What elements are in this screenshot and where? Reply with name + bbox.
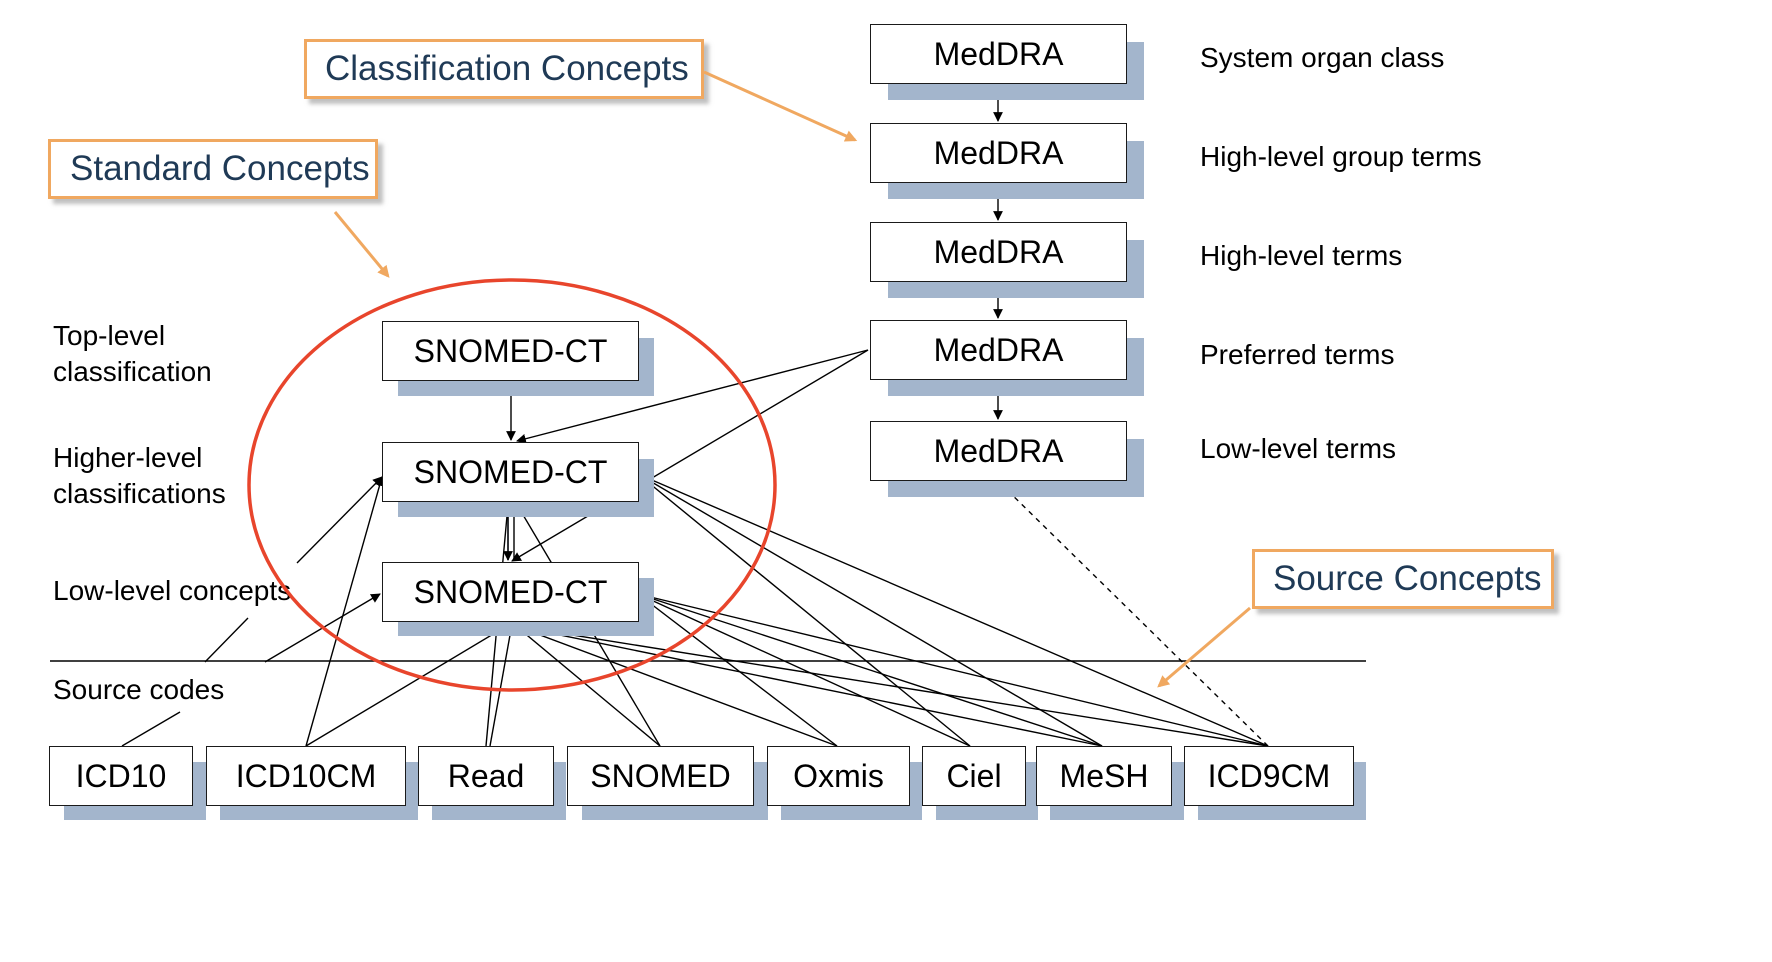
meddra-box-hlgt: MedDRA [870, 123, 1127, 183]
mapping-arrow [515, 625, 661, 747]
callout-arrow [333, 211, 390, 278]
meddra-box-llt: MedDRA [870, 421, 1127, 481]
source-box-mesh: MeSH [1036, 746, 1172, 806]
standard-concepts-ellipse [247, 278, 777, 692]
mapping-arrow [305, 476, 385, 747]
mapping-arrow [305, 623, 511, 747]
low-level-label: Low-level concepts [53, 575, 292, 606]
source-box-icd10cm: ICD10CM [206, 746, 406, 806]
meddra-box-pt: MedDRA [870, 320, 1127, 380]
higher-level-label: Higher-level classifications [53, 440, 226, 512]
snomed-box-higher: SNOMED-CT [382, 442, 639, 502]
mapping-arrow [637, 593, 971, 747]
mapping-arrow [516, 349, 869, 444]
mapping-arrow [637, 473, 971, 747]
meddra-level-label: Low-level terms [1200, 433, 1397, 464]
callout-arrow [703, 70, 858, 142]
callout-source-concepts: Source Concepts [1252, 549, 1554, 609]
label-pointer [121, 711, 181, 747]
mapping-arrow [637, 593, 838, 747]
meddra-level-label: High-level terms [1200, 240, 1403, 271]
meddra-box-hlt: MedDRA [870, 222, 1127, 282]
top-level-label: Top-level classification [53, 318, 212, 390]
mapping-arrow [637, 472, 1269, 747]
label-pointer [296, 476, 383, 564]
source-box-read: Read [418, 746, 554, 806]
source-codes-label: Source codes [53, 674, 225, 705]
higher-level-label-line: classifications [53, 478, 226, 509]
source-box-icd9cm: ICD9CM [1184, 746, 1354, 806]
source-box-ciel: Ciel [922, 746, 1026, 806]
mapping-arrow [637, 592, 1103, 747]
mapping-arrow [637, 591, 1269, 747]
source-box-oxmis: Oxmis [767, 746, 910, 806]
callout-arrow [1157, 606, 1251, 688]
mapping-arrow [515, 622, 1103, 747]
higher-level-label-line: Higher-level [53, 442, 203, 473]
callout-standard-concepts: Standard Concepts [48, 139, 378, 199]
snomed-box-low: SNOMED-CT [382, 562, 639, 622]
mapping-arrow [515, 622, 1269, 747]
top-level-label-line: classification [53, 356, 212, 387]
top-level-label-line: Top-level [53, 320, 166, 351]
mapping-arrow [511, 349, 869, 562]
snomed-box-top: SNOMED-CT [382, 321, 639, 381]
label-pointer [204, 617, 249, 663]
source-box-snomed: SNOMED [567, 746, 754, 806]
meddra-level-label: System organ class [1200, 42, 1445, 73]
meddra-box-soc: MedDRA [870, 24, 1127, 84]
mapping-arrow [999, 482, 1269, 747]
callout-classification-concepts: Classification Concepts [304, 39, 704, 99]
mapping-arrow [637, 473, 1103, 747]
meddra-level-label: Preferred terms [1200, 339, 1395, 370]
mapping-arrow [489, 623, 516, 747]
source-box-icd10: ICD10 [49, 746, 193, 806]
meddra-level-label: High-level group terms [1200, 141, 1482, 172]
mapping-arrow [515, 624, 838, 747]
